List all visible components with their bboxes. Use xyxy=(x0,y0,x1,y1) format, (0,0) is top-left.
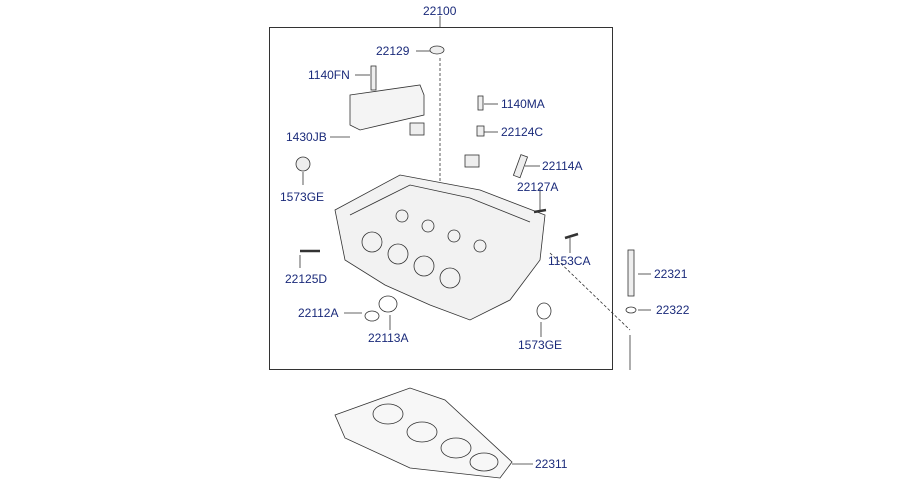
sleeve-22124C-part xyxy=(476,125,485,137)
label-1140MA: 1140MA xyxy=(501,97,545,111)
label-22127A: 22127A xyxy=(517,180,559,194)
tube-22114A-part xyxy=(512,154,529,179)
plug-22129-part xyxy=(429,45,445,55)
ring-22113A-part xyxy=(364,310,380,322)
bore-1 xyxy=(395,209,409,223)
gasket-bore-2 xyxy=(406,421,438,443)
gasket-bore-1 xyxy=(372,403,404,425)
label-1573GE-top: 1573GE xyxy=(280,190,325,204)
label-1573GE-bottom: 1573GE xyxy=(518,338,563,352)
bore-4 xyxy=(473,239,487,253)
gasket-22311-part xyxy=(334,387,513,479)
port-1 xyxy=(361,231,383,253)
port-4 xyxy=(439,267,461,289)
gasket-bore-4 xyxy=(469,452,499,472)
gasket-bore-3 xyxy=(440,437,472,459)
cam-cap2-part xyxy=(464,154,480,168)
cam-bracket-part xyxy=(349,84,425,131)
bore-2 xyxy=(421,219,435,233)
stud-1153CA-part xyxy=(564,232,579,240)
bolt-1140MA-part xyxy=(477,95,484,111)
label-1430JB: 1430JB xyxy=(286,130,327,144)
washer-22322-part xyxy=(625,306,637,314)
port-3 xyxy=(413,255,435,277)
cap-1573GE-2-part xyxy=(536,302,552,320)
label-22311: 22311 xyxy=(535,457,568,471)
assembly-frame xyxy=(269,27,613,370)
seal-22112A-part xyxy=(378,295,398,313)
bore-3 xyxy=(447,229,461,243)
stud-22127A-part xyxy=(533,208,547,214)
bolt-22321-part xyxy=(627,249,635,297)
label-1140FN: 1140FN xyxy=(308,68,350,82)
cap-1573GE-part xyxy=(295,156,311,172)
label-1153CA: 1153CA xyxy=(548,254,591,268)
label-22124C: 22124C xyxy=(501,125,544,139)
bolt-1140FN-part xyxy=(370,65,377,91)
label-22129: 22129 xyxy=(376,44,410,58)
label-22113A: 22113A xyxy=(368,331,409,345)
cam-cap-part xyxy=(409,122,425,136)
label-22112A: 22112A xyxy=(298,306,339,320)
label-22322: 22322 xyxy=(656,303,690,317)
dash-bolt-axis xyxy=(549,252,631,331)
label-22321: 22321 xyxy=(654,267,688,281)
head-ridge xyxy=(349,184,531,223)
label-22100: 22100 xyxy=(423,4,457,18)
label-22114A: 22114A xyxy=(542,159,583,173)
cylinder-head-part xyxy=(334,174,546,321)
label-22125D: 22125D xyxy=(285,272,328,286)
port-2 xyxy=(387,243,409,265)
